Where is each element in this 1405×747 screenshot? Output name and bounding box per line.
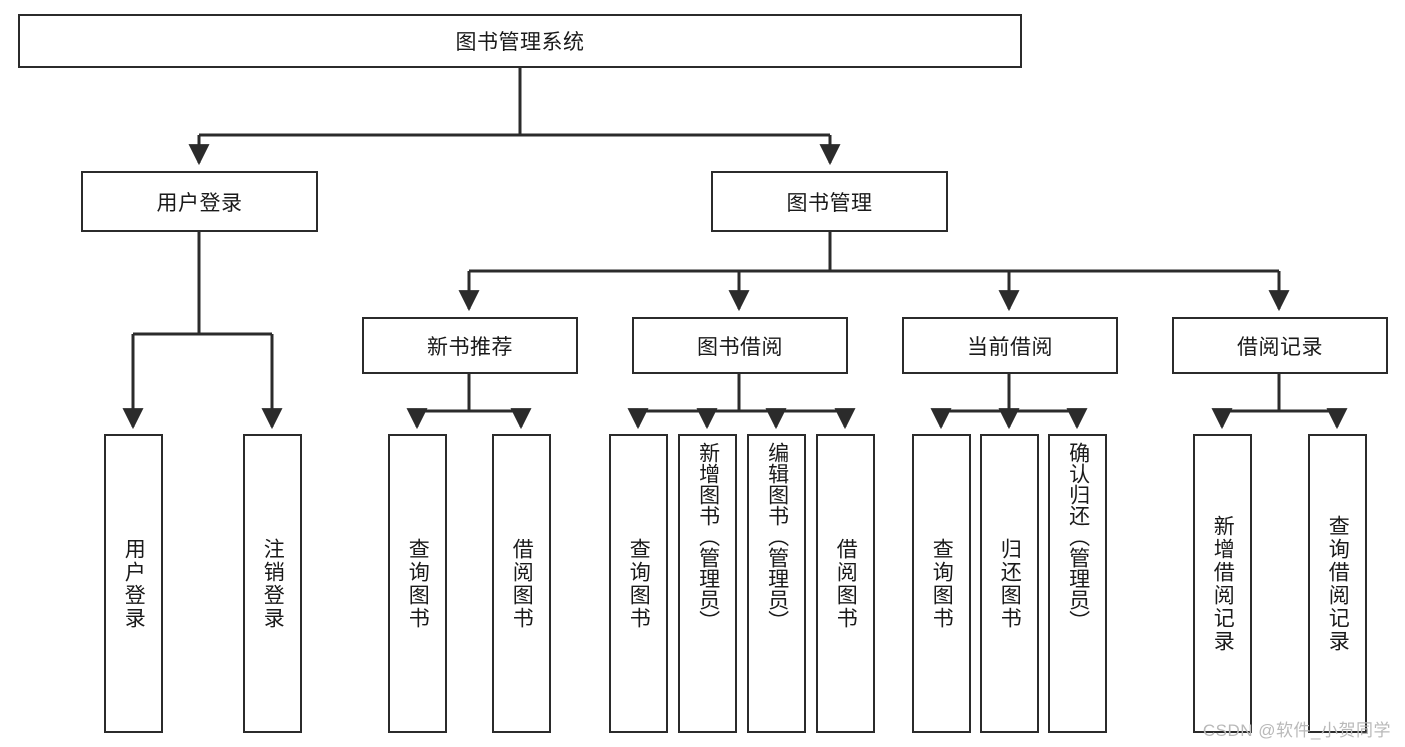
node-label: 新增借阅记录 <box>1211 514 1235 653</box>
node-borrow-record[interactable]: 借阅记录 <box>1172 317 1388 374</box>
node-label: 图书借阅 <box>697 335 783 359</box>
leaf-user-login[interactable]: 用户登录 <box>104 434 163 733</box>
node-label: 图书管理 <box>786 191 873 215</box>
node-book-borrow[interactable]: 图书借阅 <box>632 317 848 374</box>
leaf-borrow-book[interactable]: 借阅图书 <box>816 434 875 733</box>
node-label: 查询图书 <box>627 537 651 630</box>
node-label: 注销登录 <box>261 537 285 630</box>
leaf-logout[interactable]: 注销登录 <box>243 434 302 733</box>
leaf-query-book-current[interactable]: 查询图书 <box>912 434 971 733</box>
node-label: 借阅图书 <box>510 537 534 630</box>
node-root-book-management-system[interactable]: 图书管理系统 <box>18 14 1022 68</box>
node-label: 借阅记录 <box>1237 335 1323 359</box>
node-current-borrow[interactable]: 当前借阅 <box>902 317 1118 374</box>
node-label: 归还图书 <box>998 537 1022 630</box>
leaf-query-book-new[interactable]: 查询图书 <box>388 434 447 733</box>
leaf-confirm-return-admin[interactable]: 确认归还（管理员） <box>1048 434 1107 733</box>
node-label: 用户登录 <box>122 537 146 630</box>
leaf-add-book-admin[interactable]: 新增图书（管理员） <box>678 434 737 733</box>
node-label: 新增图书（管理员） <box>696 442 720 631</box>
node-label: 借阅图书 <box>834 537 858 630</box>
leaf-query-book-borrow[interactable]: 查询图书 <box>609 434 668 733</box>
node-label: 查询图书 <box>406 537 430 630</box>
node-label: 当前借阅 <box>967 335 1053 359</box>
leaf-edit-book-admin[interactable]: 编辑图书（管理员） <box>747 434 806 733</box>
node-label: 查询图书 <box>930 537 954 630</box>
node-label: 确认归还（管理员） <box>1066 442 1090 631</box>
node-user-login[interactable]: 用户登录 <box>81 171 318 232</box>
node-label: 用户登录 <box>156 191 243 215</box>
leaf-borrow-book-new[interactable]: 借阅图书 <box>492 434 551 733</box>
node-label: 图书管理系统 <box>455 31 585 54</box>
leaf-query-borrow-record[interactable]: 查询借阅记录 <box>1308 434 1367 733</box>
node-label: 编辑图书（管理员） <box>765 442 789 631</box>
leaf-add-borrow-record[interactable]: 新增借阅记录 <box>1193 434 1252 733</box>
node-label: 查询借阅记录 <box>1326 514 1350 653</box>
node-label: 新书推荐 <box>427 335 513 359</box>
node-new-book-recommend[interactable]: 新书推荐 <box>362 317 578 374</box>
leaf-return-book[interactable]: 归还图书 <box>980 434 1039 733</box>
node-book-management[interactable]: 图书管理 <box>711 171 948 232</box>
csdn-watermark: CSDN @软件_小贺同学 <box>1202 721 1391 740</box>
